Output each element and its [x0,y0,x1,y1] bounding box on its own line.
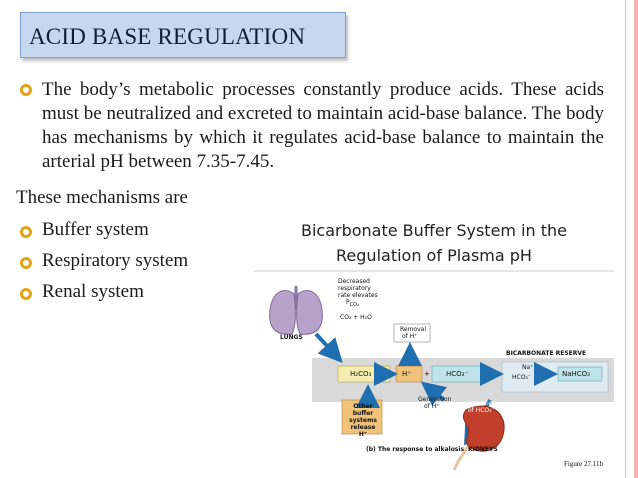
diagram-top-rule [254,270,614,272]
other-buffer-label: Other buffer systems release H⁺ [349,403,377,438]
mechanism-renal: Renal system [42,281,144,302]
generation-of-h-label: of H⁺ [424,403,440,410]
nahco3-box [557,366,603,382]
figure-title-line1: Bicarbonate Buffer System in the [300,221,568,240]
intro-paragraph: The body’s metabolic processes constantl… [42,79,604,172]
bicarbonate-diagram: Decreased respiratory rate elevates PCO₂… [254,270,614,476]
kidney-icon [452,405,505,471]
secretion-of-hco3-label: of HCO₃⁻ [468,407,495,414]
na-label: Na⁺ [522,364,534,371]
hco3-reserve-label: HCO₃⁻ [512,374,531,381]
right-accent-bar [634,0,638,478]
figure-caption: (b) The response to alkalosis [366,446,465,453]
bullet-icon [20,257,32,269]
diagram-graphics [254,270,614,471]
slide-title: ACID BASE REGULATION [29,24,306,49]
rate-elevates-label: rate elevates [338,292,378,299]
lungs-label: LUNGS [280,334,303,341]
mechanism-buffer: Buffer system [42,219,149,240]
decreased-label: Decreased [338,278,370,285]
h2co3-label: H₂CO₃ [350,370,372,378]
hco3-label: HCO₃⁻ [446,370,469,378]
pco2-label: PCO₂ [346,299,360,309]
generation-label: Generation [418,396,452,403]
h-plus-label: H⁺ [402,370,411,378]
bullet-icon [20,226,32,238]
lungs-icon [269,286,323,335]
nahco3-label: NaHCO₃ [562,370,590,378]
removal-label: Removal [400,326,427,333]
slide-title-box: ACID BASE REGULATION [20,12,346,58]
bullet-icon [20,288,32,300]
figure-reference: Figure 27.11b [564,460,604,468]
kidneys-label: KIDNEYS [468,446,498,453]
co2-h2o-label: CO₂ + H₂O [340,314,372,321]
respiratory-label: respiratory [338,285,371,292]
figure-title: Bicarbonate Buffer System in the Regulat… [254,218,614,276]
bicarbonate-reserve-label: BICARBONATE RESERVE [506,350,587,357]
right-accent-line [625,0,626,478]
plus-label: + [424,370,430,378]
bullet-icon [20,84,32,96]
mechanisms-intro: These mechanisms are [16,187,188,208]
figure-title-line2: Regulation of Plasma pH [336,246,532,265]
secretion-label: Secretion [468,400,497,407]
removal-of-h-label: of H⁺ [402,333,418,340]
mechanism-respiratory: Respiratory system [42,250,189,271]
